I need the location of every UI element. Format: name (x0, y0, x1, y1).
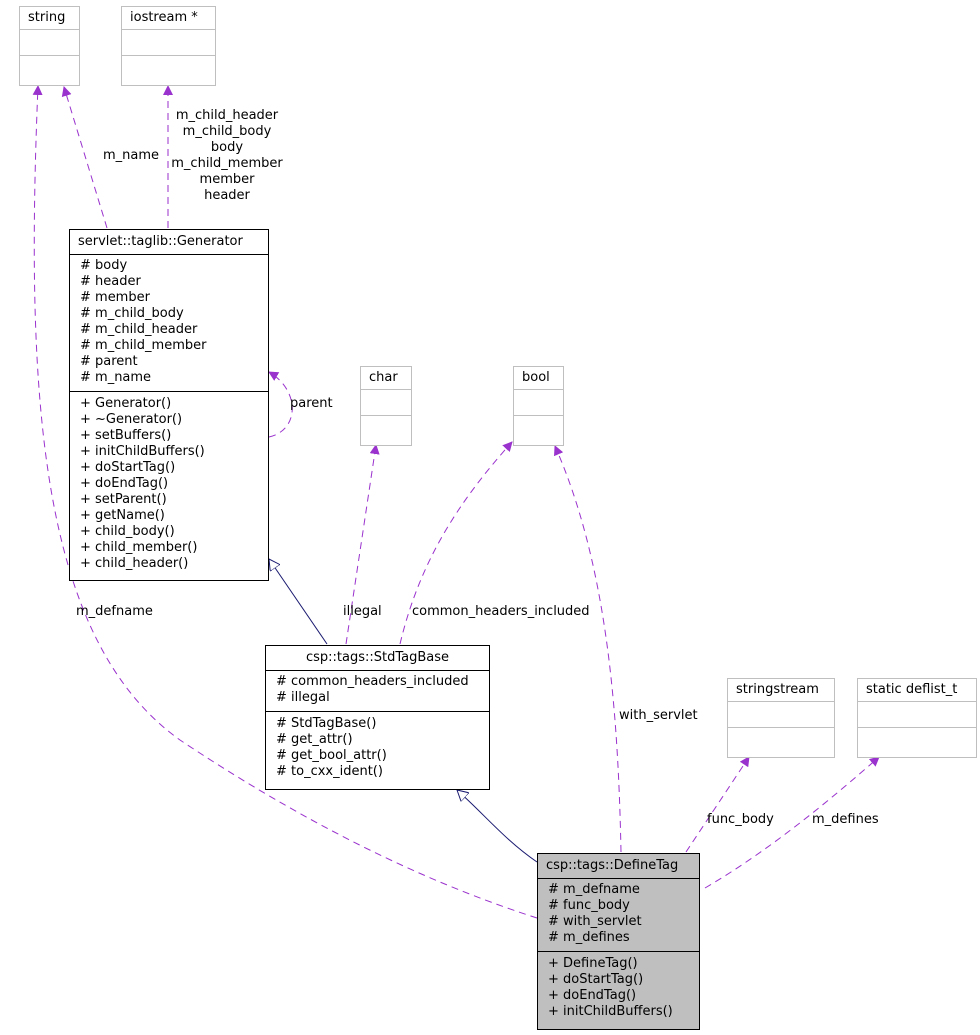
inheritance-stdtagbase-generator (269, 559, 328, 645)
class-generator-name: servlet::taglib::Generator (70, 230, 268, 255)
edge-label-m-defname: m_defname (76, 604, 153, 619)
attribute: # with_servlet (548, 914, 642, 929)
edge-with-servlet (554, 445, 622, 853)
class-bool-attributes (514, 390, 563, 416)
class-string-name: string (20, 7, 79, 30)
class-definetag-methods: + DefineTag() + doStartTag() + doEndTag(… (538, 952, 699, 1024)
class-deflist[interactable]: static deflist_t (857, 678, 977, 758)
edge-label-line: body (210, 140, 244, 155)
edge-label-func-body: func_body (707, 812, 774, 827)
class-iostream-attributes (122, 30, 215, 56)
class-deflist-methods (858, 728, 976, 753)
edge-label-parent: parent (290, 396, 333, 411)
method: # StdTagBase() (276, 716, 377, 731)
method: # get_attr() (276, 732, 353, 747)
edge-m-defname (32, 85, 538, 919)
method: + doStartTag() (80, 460, 176, 475)
class-bool[interactable]: bool (513, 366, 564, 446)
method: + ~Generator() (80, 412, 183, 427)
method: + DefineTag() (548, 956, 638, 971)
attribute: # m_defines (548, 930, 630, 945)
attribute: # member (80, 290, 150, 305)
class-deflist-attributes (858, 702, 976, 728)
class-stringstream-name: stringstream (728, 679, 834, 702)
edge-m-name (61, 86, 108, 229)
attribute: # parent (80, 354, 138, 369)
class-stdtagbase[interactable]: csp::tags::StdTagBase # common_headers_i… (265, 645, 490, 790)
edge-label-line: header (204, 188, 250, 203)
edge-m-defines (704, 756, 880, 889)
method: # get_bool_attr() (276, 748, 387, 763)
class-definetag-name: csp::tags::DefineTag (538, 854, 699, 879)
class-stringstream[interactable]: stringstream (727, 678, 835, 758)
class-stdtagbase-methods: # StdTagBase() # get_attr() # get_bool_a… (266, 712, 489, 784)
method: + getName() (80, 508, 165, 523)
edge-label-m-defines: m_defines (812, 812, 879, 827)
edge-common-headers-included (399, 441, 513, 645)
method: + setBuffers() (80, 428, 172, 443)
edge-label-illegal: illegal (343, 604, 382, 619)
edge-label-line: m_child_body (182, 124, 272, 139)
edge-label-line: m_child_header (175, 108, 279, 123)
method: + doStartTag() (548, 972, 644, 987)
edge-label-with-servlet: with_servlet (619, 708, 698, 723)
attribute: # body (80, 258, 128, 273)
method: + initChildBuffers() (80, 444, 205, 459)
class-generator[interactable]: servlet::taglib::Generator # body # head… (69, 229, 269, 581)
method: + doEndTag() (548, 988, 637, 1003)
method: + child_member() (80, 540, 198, 555)
class-definetag[interactable]: csp::tags::DefineTag # m_defname # func_… (537, 853, 700, 1030)
method: + child_body() (80, 524, 175, 539)
class-iostream-methods (122, 56, 215, 81)
class-stdtagbase-attributes: # common_headers_included # illegal (266, 671, 489, 712)
attribute: # m_child_member (80, 338, 207, 353)
method: + child_header() (80, 556, 189, 571)
edge-label-m-name: m_name (103, 148, 160, 163)
attribute: # common_headers_included (276, 674, 469, 689)
attribute: # illegal (276, 690, 330, 705)
method: + initChildBuffers() (548, 1004, 673, 1019)
class-string-methods (20, 56, 79, 81)
edge-label-iostream-members: m_child_header m_child_body body m_child… (166, 108, 288, 204)
class-stringstream-attributes (728, 702, 834, 728)
edge-illegal (345, 444, 380, 645)
class-stdtagbase-name: csp::tags::StdTagBase (266, 646, 489, 671)
method: + setParent() (80, 492, 167, 507)
class-string-attributes (20, 30, 79, 56)
attribute: # header (80, 274, 141, 289)
edge-label-common-headers-included: common_headers_included (412, 604, 590, 619)
method: # to_cxx_ident() (276, 764, 383, 779)
attribute: # m_defname (548, 882, 640, 897)
class-generator-methods: + Generator() + ~Generator() + setBuffer… (70, 392, 268, 576)
edge-label-line: member (199, 172, 255, 187)
class-char-methods (361, 416, 411, 441)
class-bool-methods (514, 416, 563, 441)
inheritance-definetag-stdtagbase (457, 790, 538, 863)
attribute: # m_name (80, 370, 152, 385)
edge-parent-self (268, 371, 293, 438)
class-definetag-attributes: # m_defname # func_body # with_servlet #… (538, 879, 699, 952)
edge-func-body (685, 756, 750, 853)
attribute: # func_body (548, 898, 630, 913)
class-deflist-name: static deflist_t (858, 679, 976, 702)
class-bool-name: bool (514, 367, 563, 390)
class-iostream-name: iostream * (122, 7, 215, 30)
class-stringstream-methods (728, 728, 834, 753)
method: + doEndTag() (80, 476, 169, 491)
class-generator-attributes: # body # header # member # m_child_body … (70, 255, 268, 392)
class-char-name: char (361, 367, 411, 390)
class-iostream[interactable]: iostream * (121, 6, 216, 86)
class-string[interactable]: string (19, 6, 80, 86)
class-char[interactable]: char (360, 366, 412, 446)
class-char-attributes (361, 390, 411, 416)
attribute: # m_child_header (80, 322, 198, 337)
method: + Generator() (80, 396, 172, 411)
edge-label-line: m_child_member (171, 156, 283, 171)
attribute: # m_child_body (80, 306, 184, 321)
